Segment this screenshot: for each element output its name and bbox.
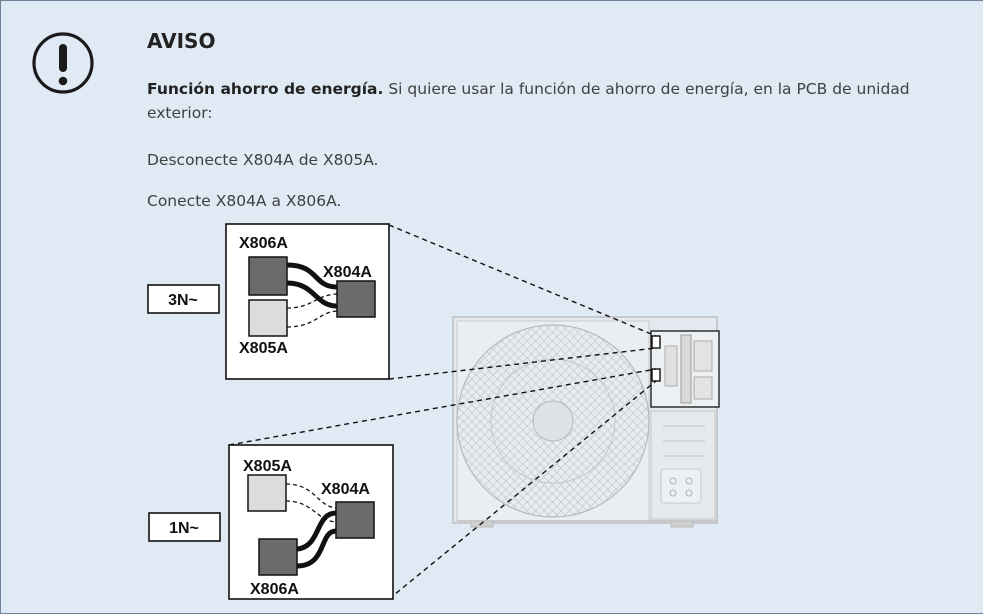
connector-x804a-bottom [335, 501, 375, 539]
notice-intro-text: Si quiere usar la función de ahorro de e… [147, 80, 910, 122]
top-label-x804a: X804A [323, 264, 372, 281]
pcb-connector-upper-marker [651, 335, 661, 349]
mode-label-3n: 3N~ [168, 292, 198, 309]
bottom-label-x804a: X804A [321, 481, 370, 498]
exclamation-circle-icon [31, 31, 95, 95]
notice-intro: Función ahorro de energía. Si quiere usa… [147, 77, 967, 125]
connector-x804a [336, 280, 376, 318]
mode-badge-1n: 1N~ [148, 512, 221, 542]
bottom-label-x805a: X805A [243, 458, 292, 475]
notice-heading: AVISO [147, 29, 216, 53]
step-connect: Conecte X804A a X806A. [147, 192, 342, 210]
top-label-x806a: X806A [239, 235, 288, 252]
mode-label-1n: 1N~ [169, 520, 199, 537]
step-disconnect: Desconecte X804A de X805A. [147, 151, 379, 169]
connector-x805a-bottom [247, 474, 287, 512]
outdoor-unit-illustration [452, 316, 720, 528]
connector-x806a [248, 256, 288, 296]
bottom-connector-panel: X805A X804A X806A [228, 444, 394, 600]
mode-badge-3n: 3N~ [147, 284, 220, 314]
notice-intro-bold: Función ahorro de energía. [147, 80, 384, 98]
connector-x805a [248, 299, 288, 337]
connector-x806a-bottom [258, 538, 298, 576]
pcb-connector-lower-marker [651, 368, 661, 382]
bottom-label-x806a: X806A [250, 581, 299, 598]
top-connector-panel: X806A X804A X805A [225, 223, 390, 380]
top-label-x805a: X805A [239, 340, 288, 357]
leader-lines [228, 224, 657, 600]
